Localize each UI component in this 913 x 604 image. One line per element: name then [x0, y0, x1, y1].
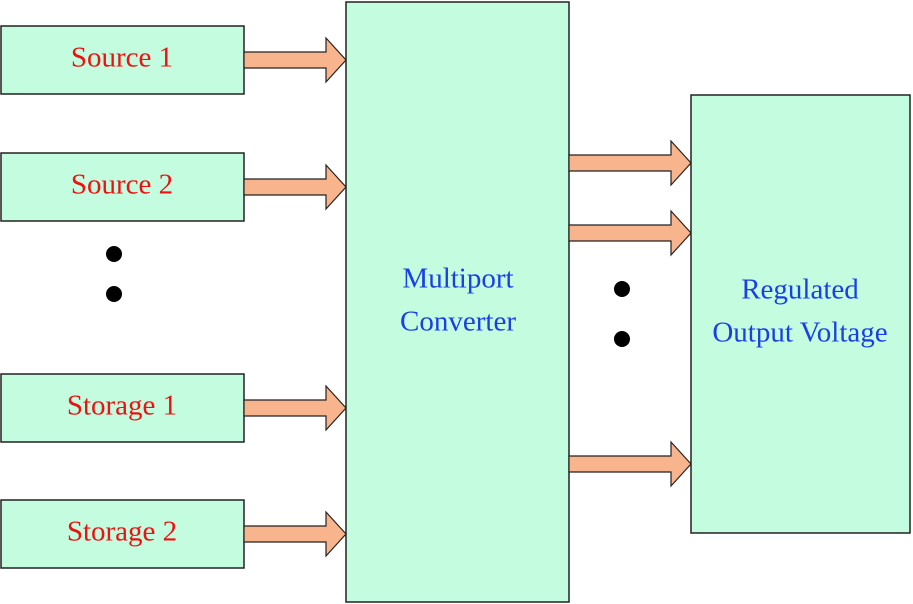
multiport-converter-block: Multiport Converter — [345, 1, 570, 603]
input-arrow — [243, 36, 347, 84]
output-arrow — [568, 440, 692, 488]
input-box — [0, 499, 245, 569]
ellipsis-dot — [614, 331, 630, 347]
output-arrow — [568, 139, 692, 187]
input-box — [0, 152, 245, 222]
converter-label-line2: Converter — [400, 306, 516, 338]
input-label: Storage 1 — [67, 390, 177, 422]
ellipsis-dot — [614, 281, 630, 297]
input-source-2: Source 2 — [0, 152, 245, 222]
output-label-line2: Output Voltage — [712, 317, 887, 349]
output-label-line1: Regulated — [741, 274, 859, 306]
input-box — [0, 25, 245, 95]
input-label: Source 1 — [71, 42, 173, 74]
input-arrow — [243, 510, 347, 558]
output-box — [690, 94, 911, 534]
ellipsis-dot — [106, 246, 122, 262]
ellipsis-dot — [106, 286, 122, 302]
input-arrow — [243, 384, 347, 432]
input-source-1: Source 1 — [0, 25, 245, 95]
input-storage-1: Storage 1 — [0, 373, 245, 443]
input-storage-2: Storage 2 — [0, 499, 245, 569]
converter-box — [345, 1, 570, 603]
input-label: Source 2 — [71, 169, 173, 201]
input-box — [0, 373, 245, 443]
input-arrow — [243, 163, 347, 211]
input-label: Storage 2 — [67, 516, 177, 548]
converter-label-line1: Multiport — [402, 263, 513, 295]
output-arrow — [568, 209, 692, 257]
regulated-output-block: Regulated Output Voltage — [690, 94, 911, 534]
